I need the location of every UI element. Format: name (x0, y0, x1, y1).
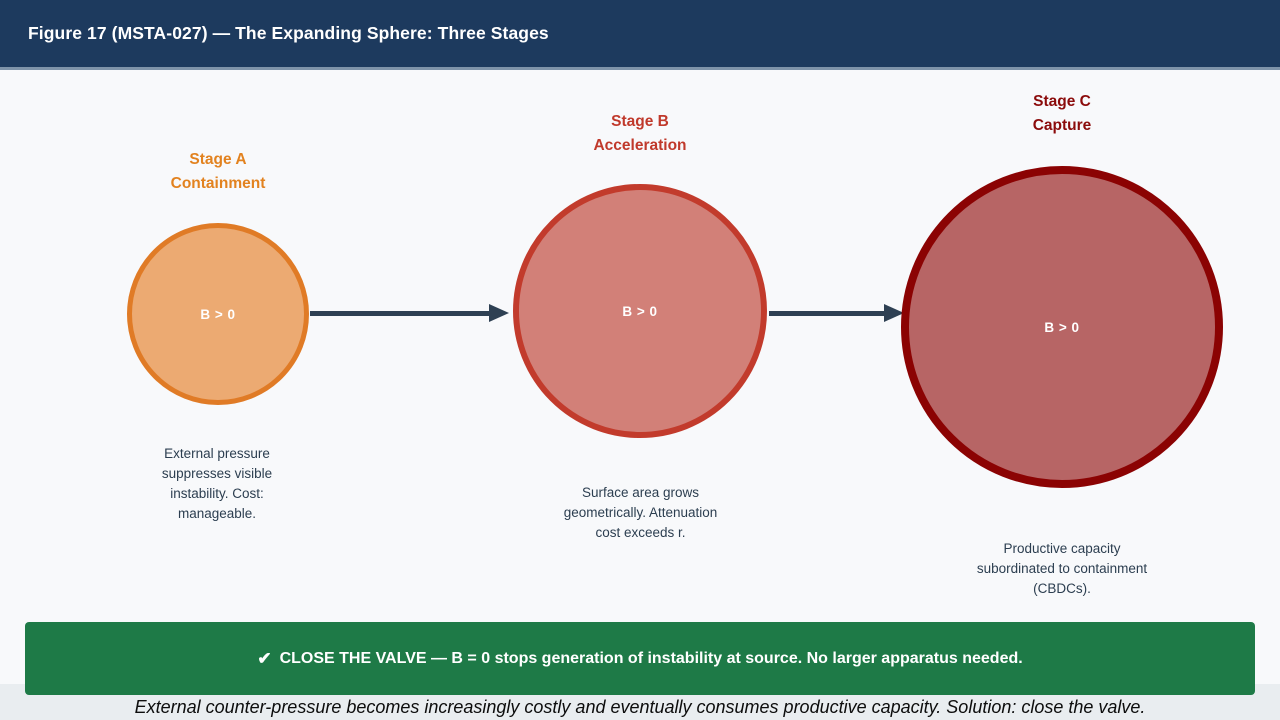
close-valve-banner: ✔ CLOSE THE VALVE — B = 0 stops generati… (25, 622, 1255, 695)
stage-c-caption: Productive capacity subordinated to cont… (976, 541, 1148, 596)
stage-a-name: Stage A (189, 151, 247, 168)
stage-b-subtitle: Acceleration (593, 137, 687, 154)
stage-b-circle-label: B > 0 (622, 303, 658, 319)
stage-c-subtitle: Capture (1032, 117, 1092, 134)
stage-c-name: Stage C (1033, 93, 1091, 110)
close-valve-banner-text: CLOSE THE VALVE — B = 0 stops generation… (279, 649, 1023, 667)
stage-a-circle-label: B > 0 (200, 306, 236, 322)
checkmark-icon: ✔ (257, 648, 272, 668)
footer-caption: External counter-pressure becomes increa… (134, 697, 1146, 717)
stage-a-subtitle: Containment (170, 175, 266, 192)
stage-a-circle: B > 0 (127, 223, 309, 405)
stage-b-name: Stage B (611, 113, 669, 130)
figure-header: Figure 17 (MSTA-027) — The Expanding Sph… (0, 0, 1280, 70)
stage-b-title: Stage B Acceleration (520, 110, 760, 158)
stage-c-circle-label: B > 0 (1044, 319, 1080, 335)
arrow-line (310, 311, 490, 316)
stage-a-caption: External pressure suppresses visible ins… (161, 446, 273, 521)
stage-c-title: Stage C Capture (942, 90, 1182, 138)
stage-b-caption: Surface area grows geometrically. Attenu… (563, 485, 718, 540)
arrow-head-icon (489, 304, 509, 322)
stage-c-circle: B > 0 (901, 166, 1223, 488)
stage-a-title: Stage A Containment (98, 148, 338, 196)
arrow-head-icon (884, 304, 904, 322)
stage-b-circle: B > 0 (513, 184, 767, 438)
arrow-line (769, 311, 885, 316)
figure-title: Figure 17 (MSTA-027) — The Expanding Sph… (28, 23, 549, 43)
